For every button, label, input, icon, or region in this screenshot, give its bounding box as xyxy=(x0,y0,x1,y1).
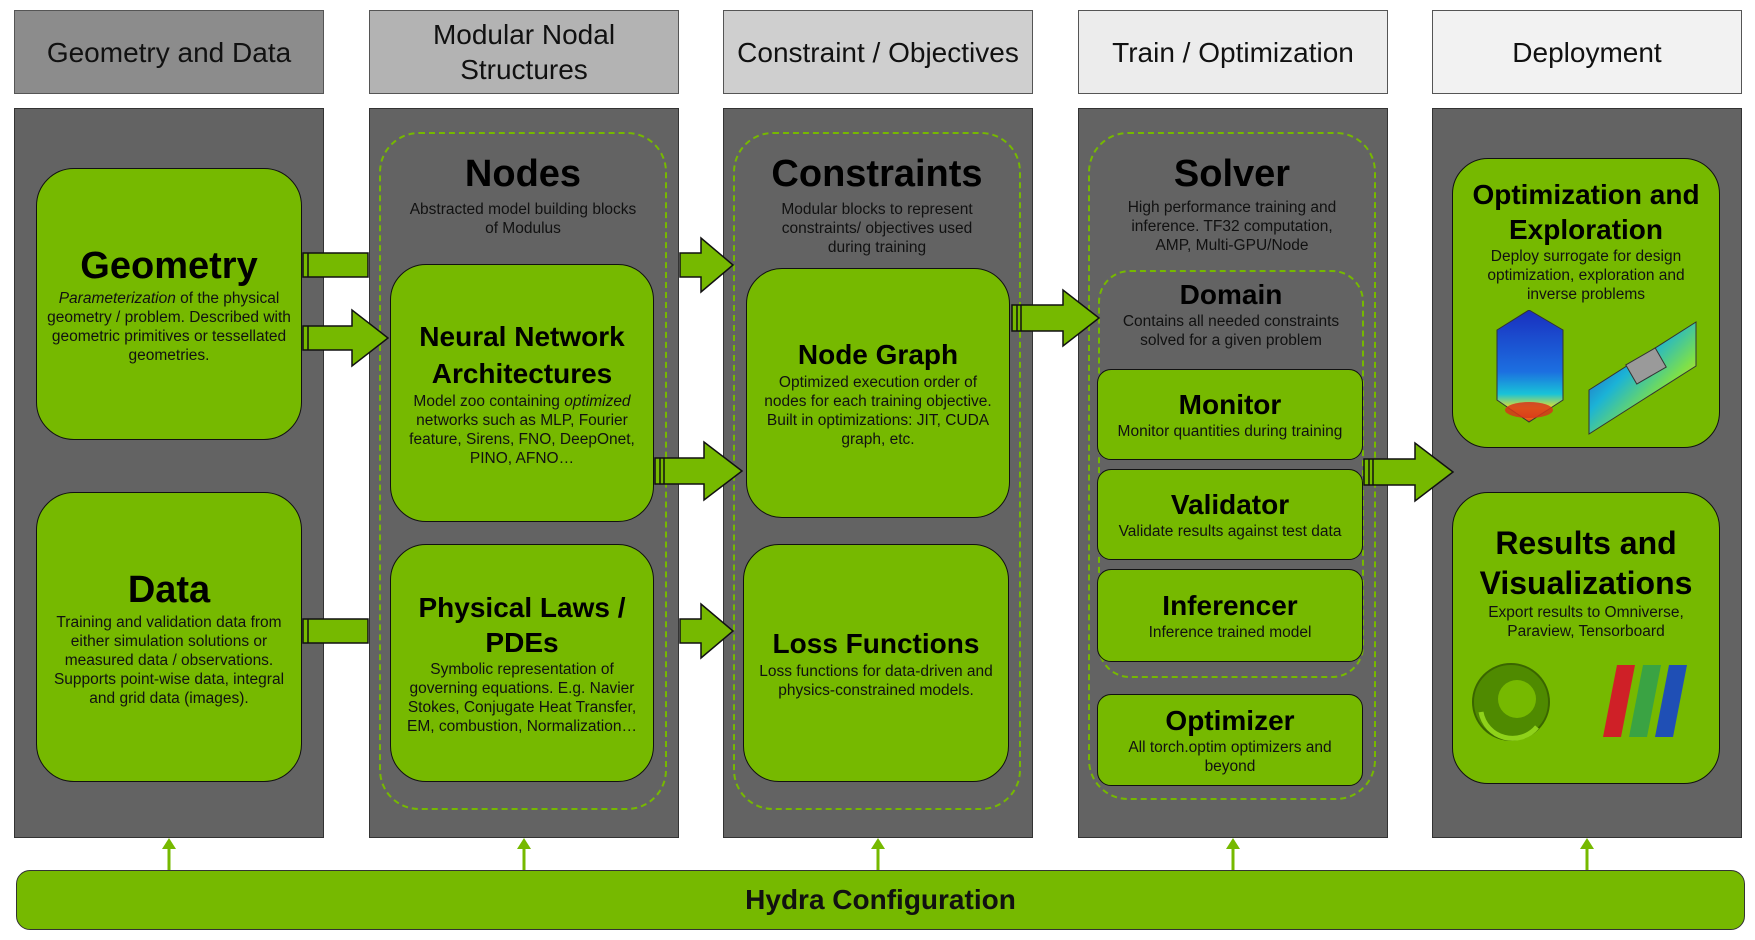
header-modular-nodal-structures: Modular Nodal Structures xyxy=(369,10,679,94)
surrogate-visualization-image xyxy=(1496,310,1697,435)
omniverse-logo-icon xyxy=(1472,663,1550,741)
data-title: Data xyxy=(127,568,211,611)
heatsink-model-shape xyxy=(1496,310,1564,423)
optimization-exploration-box: Optimization and Exploration Deploy surr… xyxy=(1452,158,1720,448)
monitor-desc: Monitor quantities during training xyxy=(1117,423,1343,440)
hydra-arrow-constraints xyxy=(871,838,885,870)
nodes-desc: Abstracted model building blocks of Modu… xyxy=(409,201,637,237)
inferencer-desc: Inference trained model xyxy=(1148,624,1312,641)
flow-obstacle-shape xyxy=(1625,347,1667,385)
validator-desc: Validate results against test data xyxy=(1118,523,1342,540)
header-constraint-objectives: Constraint / Objectives xyxy=(723,10,1033,94)
validator-box: Validator Validate results against test … xyxy=(1097,469,1363,560)
paraview-logo-icon xyxy=(1603,665,1687,737)
domain-desc: Contains all needed constraints solved f… xyxy=(1122,313,1340,349)
constraints-title: Constraints xyxy=(771,153,983,195)
monitor-title: Monitor xyxy=(1178,389,1282,420)
physical-laws-box: Physical Laws / PDEs Symbolic representa… xyxy=(390,544,654,782)
results-visualizations-title: Results and Visualizations xyxy=(1479,525,1693,601)
neural-network-desc: Model zoo containing optimized networks … xyxy=(401,392,643,468)
validator-title: Validator xyxy=(1170,489,1290,520)
geometry-desc-emph: Parameterization xyxy=(58,290,176,307)
results-visualizations-desc: Export results to Omniverse, Paraview, T… xyxy=(1488,604,1684,640)
optimizer-box: Optimizer All torch.optim optimizers and… xyxy=(1097,694,1363,786)
tool-logos xyxy=(1472,663,1687,741)
optimization-exploration-title: Optimization and Exploration xyxy=(1472,179,1700,245)
neural-network-desc-pre: Model zoo containing xyxy=(413,393,565,410)
optimizer-title: Optimizer xyxy=(1165,705,1295,736)
geometry-box: Geometry Parameterization of the physica… xyxy=(36,168,302,440)
arrow-neural-network-to-node-graph xyxy=(654,440,744,502)
hydra-arrow-deployment xyxy=(1580,838,1594,870)
geometry-desc-text: of the physical geometry / problem. Desc… xyxy=(47,290,291,364)
nodes-title: Nodes xyxy=(464,153,582,195)
physical-laws-title: Physical Laws / PDEs xyxy=(418,592,626,658)
arrow-nodes-to-constraints xyxy=(679,236,735,294)
node-graph-desc: Optimized execution order of nodes for e… xyxy=(764,374,992,448)
inferencer-title: Inferencer xyxy=(1162,590,1298,621)
heatsink-hotspot-shape xyxy=(1505,402,1553,418)
node-graph-box: Node Graph Optimized execution order of … xyxy=(746,268,1010,518)
results-visualizations-box: Results and Visualizations Export result… xyxy=(1452,492,1720,784)
monitor-box: Monitor Monitor quantities during traini… xyxy=(1097,369,1363,460)
arrow-node-graph-to-domain xyxy=(1011,288,1101,348)
neural-network-box: Neural Network Architectures Model zoo c… xyxy=(390,264,654,522)
domain-title: Domain xyxy=(1179,279,1283,310)
inferencer-box: Inferencer Inference trained model xyxy=(1097,569,1363,662)
geometry-desc: Parameterization of the physical geometr… xyxy=(47,289,291,365)
header-train-optimization: Train / Optimization xyxy=(1078,10,1388,94)
physical-laws-desc: Symbolic representation of governing equ… xyxy=(407,661,637,735)
neural-network-title: Neural Network Architectures xyxy=(419,321,625,389)
geometry-title: Geometry xyxy=(80,245,258,287)
solver-desc: High performance training and inference.… xyxy=(1127,199,1337,254)
constraints-desc: Modular blocks to represent constraints/… xyxy=(781,201,973,256)
header-deployment: Deployment xyxy=(1432,10,1742,94)
arrow-physical-laws-to-loss-functions xyxy=(679,602,735,660)
hydra-configuration-label: Hydra Configuration xyxy=(745,884,1016,915)
arrow-geometry-to-nodes xyxy=(302,252,369,278)
hydra-arrow-geometry-data xyxy=(162,838,176,870)
optimizer-desc: All torch.optim optimizers and beyond xyxy=(1128,739,1332,775)
data-desc: Training and validation data from either… xyxy=(53,613,285,707)
neural-network-desc-emph: optimized xyxy=(564,393,631,410)
hydra-arrow-modular-nodal xyxy=(517,838,531,870)
arrow-geometry-to-neural-network xyxy=(302,308,390,368)
arrow-training-to-deployment xyxy=(1363,441,1455,503)
hydra-arrow-train-optimization xyxy=(1226,838,1240,870)
neural-network-desc-post: networks such as MLP, Fourier feature, S… xyxy=(409,412,635,467)
solver-title: Solver xyxy=(1173,153,1291,195)
loss-functions-box: Loss Functions Loss functions for data-d… xyxy=(743,544,1009,782)
loss-functions-desc: Loss functions for data-driven and physi… xyxy=(759,663,993,699)
data-box: Data Training and validation data from e… xyxy=(36,492,302,782)
optimization-exploration-desc: Deploy surrogate for design optimization… xyxy=(1487,248,1685,303)
loss-functions-title: Loss Functions xyxy=(772,628,980,659)
node-graph-title: Node Graph xyxy=(797,339,959,370)
hydra-configuration-bar: Hydra Configuration xyxy=(16,870,1745,930)
arrow-data-to-physical-laws xyxy=(302,618,369,644)
header-geometry-data: Geometry and Data xyxy=(14,10,324,94)
